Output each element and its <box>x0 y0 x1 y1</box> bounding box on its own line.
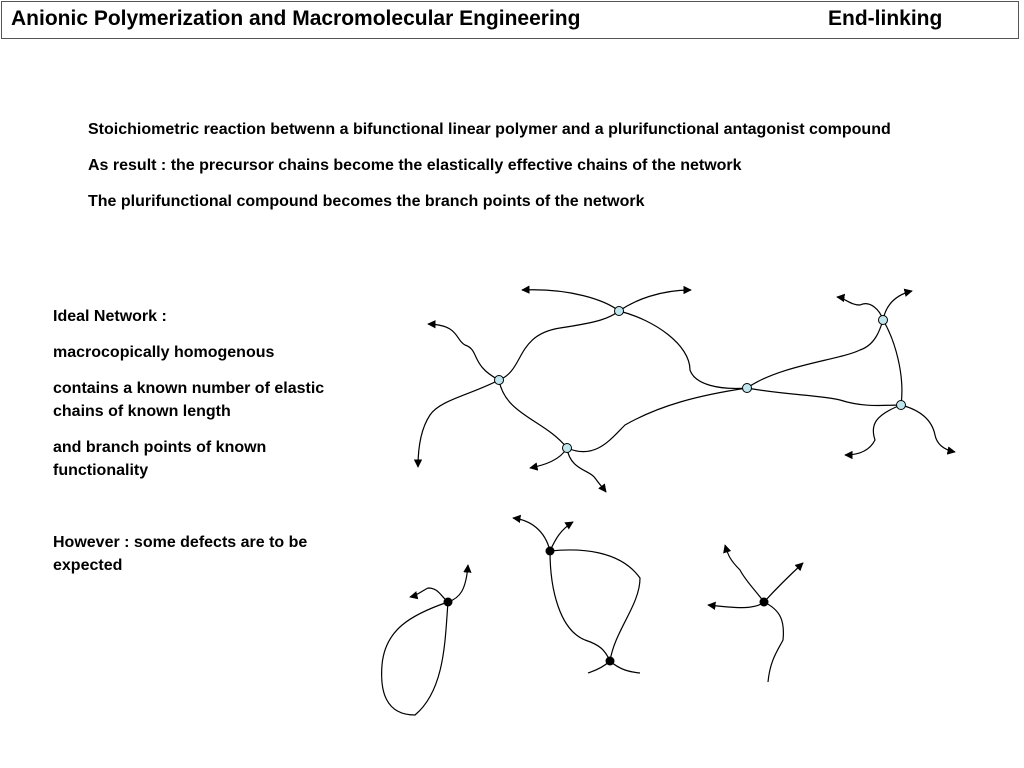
double-link-chain <box>549 550 611 662</box>
defect-node <box>443 597 453 607</box>
side-notes: Ideal Network : macrocopically homogenou… <box>53 305 348 590</box>
loop-chain <box>381 601 449 716</box>
dangling-end <box>413 379 500 468</box>
branch-point-node <box>614 306 624 316</box>
dangling-end <box>707 601 765 611</box>
ideal-network <box>413 285 956 493</box>
chain-b-c <box>618 310 748 390</box>
dangling-end <box>723 544 765 603</box>
intro-line-2: As result : the precursor chains become … <box>88 157 742 174</box>
dangling-end <box>521 285 620 312</box>
branch-point-node <box>742 383 752 393</box>
defect-node <box>605 656 615 666</box>
defects-note: However : some defects are to be expecte… <box>53 534 308 574</box>
dangling-end <box>618 285 692 312</box>
dangling-end <box>529 447 568 471</box>
dangling-end <box>609 660 641 674</box>
defect-node <box>545 546 555 556</box>
branch-point-node <box>562 443 572 453</box>
dangling-end <box>900 404 956 455</box>
intro-text: Stoichiometric reaction betwenn a bifunc… <box>88 118 988 226</box>
chain-a-d <box>498 379 568 449</box>
defect-loop <box>381 564 472 716</box>
dangling-end <box>427 320 500 381</box>
ideal-point-homogenous: macrocopically homogenous <box>53 344 275 361</box>
dangling-end <box>549 521 574 552</box>
chain-c-e <box>746 387 902 407</box>
dangling-end <box>836 293 884 321</box>
chain-d-c <box>566 387 748 453</box>
title-bar: Anionic Polymerization and Macromolecula… <box>1 1 1019 39</box>
branch-point-node <box>878 315 888 325</box>
dangling-chain <box>763 601 785 683</box>
branch-point-node <box>494 375 504 385</box>
defect-double-link <box>512 514 641 674</box>
dangling-end <box>447 564 472 603</box>
intro-line-3: The plurifunctional compound becomes the… <box>88 193 645 210</box>
dangling-end <box>566 447 607 493</box>
intro-line-1: Stoichiometric reaction betwenn a bifunc… <box>88 121 891 138</box>
dangling-end <box>844 404 902 460</box>
ideal-network-heading: Ideal Network : <box>53 308 167 325</box>
dangling-end <box>763 562 804 603</box>
dangling-end <box>512 514 551 552</box>
dangling-end <box>409 587 449 603</box>
dangling-end <box>882 288 913 321</box>
ideal-point-chains: contains a known number of elastic chain… <box>53 380 325 420</box>
chain-f-e <box>882 319 903 406</box>
topic-title: End-linking <box>828 7 943 30</box>
double-link-chain <box>549 549 641 662</box>
page-title: Anionic Polymerization and Macromolecula… <box>11 7 581 30</box>
chain-c-f <box>746 319 884 389</box>
branch-point-node <box>896 400 906 410</box>
chain-a-b <box>498 310 620 381</box>
defect-node <box>759 597 769 607</box>
defect-dangling-chain <box>707 544 804 683</box>
ideal-point-branch: and branch points of known functionality <box>53 439 267 479</box>
